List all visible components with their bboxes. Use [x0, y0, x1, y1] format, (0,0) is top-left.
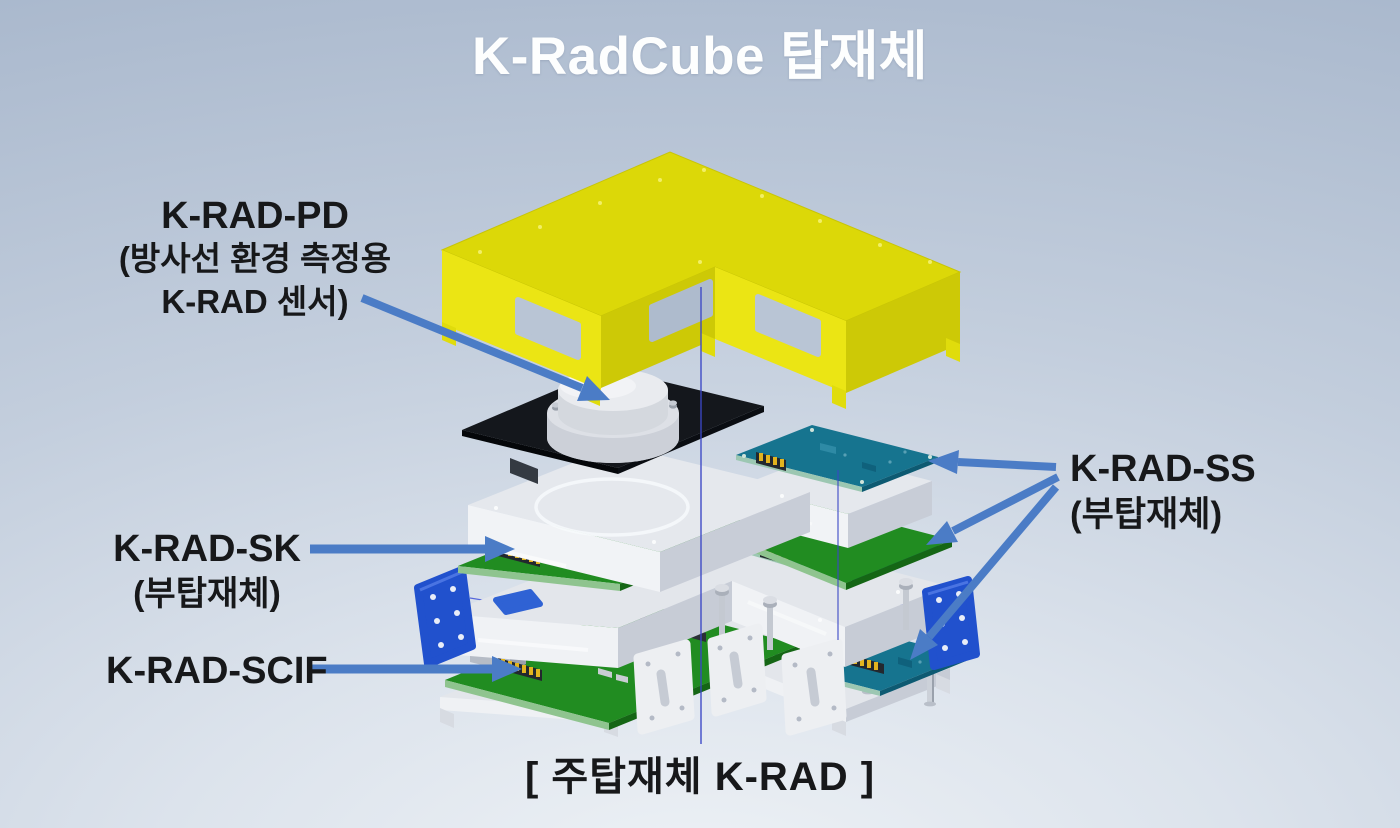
sk-arrow: [310, 536, 515, 562]
white-slab-left: [468, 445, 810, 592]
sk-label-desc: (부탑재체): [133, 575, 281, 614]
cover-window-left: [515, 297, 581, 360]
ss-arrow-1: [928, 450, 1057, 474]
mounting-plate-3: [781, 638, 847, 736]
slide-title: K-RadCube 탑재체: [471, 27, 929, 86]
pd-label: K-RAD-PD (방사선 환경 측정용 K-RAD 센서): [88, 194, 422, 324]
mounting-plates: [633, 623, 847, 736]
pd-label-desc-2: K-RAD 센서): [161, 282, 349, 320]
cover-window-center: [649, 279, 713, 342]
ss-label-desc: (부탑재체): [1070, 495, 1223, 535]
cover-window-right: [755, 294, 821, 357]
screws: [715, 578, 913, 650]
pd-label-desc-1: (방사선 환경 측정용: [118, 240, 392, 278]
scif-label: K-RAD-SCIF: [106, 650, 328, 692]
main-payload-caption: [ 주탑재체 K-RAD ]: [524, 755, 876, 799]
callout-arrows: [310, 294, 1060, 682]
pd-arrow: [360, 294, 610, 401]
ss-label-name: K-RAD-SS: [1070, 448, 1256, 490]
mounting-plate-1: [633, 639, 695, 735]
sk-label: K-RAD-SK (부탑재체): [84, 527, 330, 619]
scif-arrow: [310, 656, 522, 682]
ss-arrow-2: [926, 473, 1060, 545]
ss-arrow-3: [910, 484, 1060, 660]
bracket-left: [414, 566, 476, 668]
axis-lines: [700, 287, 839, 744]
teal-pcb-ss-1: [736, 425, 938, 492]
pd-label-name: K-RAD-PD: [161, 195, 349, 237]
mounting-plate-2: [707, 623, 767, 717]
sk-label-name: K-RAD-SK: [113, 528, 301, 570]
ss-label: K-RAD-SS (부탑재체): [1070, 447, 1256, 538]
